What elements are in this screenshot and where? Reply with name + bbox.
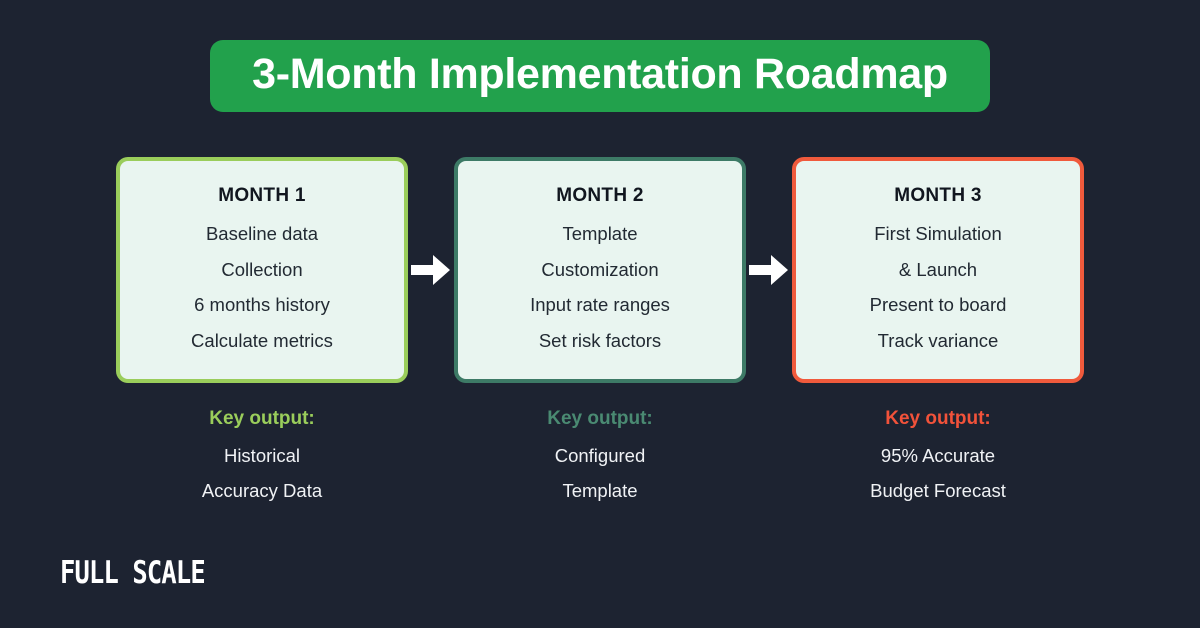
month-card-2-line-1: Template (562, 223, 638, 244)
arrow-right-icon-2 (746, 157, 792, 383)
brand-logo: FULL SCALE (60, 555, 206, 591)
roadmap-column-month-1: MONTH 1 Baseline data Collection 6 month… (116, 157, 408, 500)
key-output-label-1: Key output: (209, 408, 315, 429)
month-card-1-line-4: Calculate metrics (191, 329, 333, 351)
key-output-3-line-1: 95% Accurate (880, 445, 996, 466)
roadmap-column-month-3: MONTH 3 First Simulation & Launch Presen… (792, 157, 1084, 500)
month-card-3[interactable]: MONTH 3 First Simulation & Launch Presen… (792, 157, 1084, 383)
key-output-3-line-2: Budget Forecast (870, 479, 1006, 501)
month-card-2-line-3: Input rate ranges (530, 294, 670, 315)
key-output-2-line-1: Configured (554, 445, 646, 466)
key-output-1-line-1: Historical (223, 445, 301, 466)
arrow-right-icon-1 (408, 157, 454, 383)
month-card-2-line-2: Customization (541, 258, 659, 280)
month-card-3-line-2: & Launch (898, 258, 978, 280)
month-card-3-line-4: Track variance (877, 329, 999, 351)
key-output-block-2: Key output: Configured Template (547, 408, 653, 500)
month-card-1-line-3: 6 months history (194, 294, 330, 315)
roadmap-row: MONTH 1 Baseline data Collection 6 month… (116, 157, 1084, 500)
key-output-block-3: Key output: 95% Accurate Budget Forecast (870, 408, 1006, 500)
month-card-2-title: MONTH 2 (556, 185, 644, 206)
key-output-1-line-2: Accuracy Data (201, 479, 323, 501)
key-output-label-3: Key output: (885, 408, 991, 429)
page-title: 3-Month Implementation Roadmap (252, 50, 948, 98)
month-card-1-line-2: Collection (221, 258, 303, 280)
month-card-1-line-1: Baseline data (205, 223, 319, 244)
roadmap-column-month-2: MONTH 2 Template Customization Input rat… (454, 157, 746, 500)
month-card-2[interactable]: MONTH 2 Template Customization Input rat… (454, 157, 746, 383)
title-banner-wrapper: 3-Month Implementation Roadmap (0, 40, 1200, 112)
month-card-3-title: MONTH 3 (894, 185, 982, 206)
month-card-3-line-3: Present to board (869, 294, 1007, 315)
page-title-banner: 3-Month Implementation Roadmap (210, 40, 990, 112)
key-output-2-line-2: Template (562, 479, 638, 501)
month-card-1[interactable]: MONTH 1 Baseline data Collection 6 month… (116, 157, 408, 383)
month-card-3-line-1: First Simulation (874, 223, 1002, 244)
key-output-block-1: Key output: Historical Accuracy Data (202, 408, 322, 500)
key-output-label-2: Key output: (547, 408, 653, 429)
month-card-2-line-4: Set risk factors (538, 329, 662, 351)
month-card-1-title: MONTH 1 (218, 185, 306, 206)
